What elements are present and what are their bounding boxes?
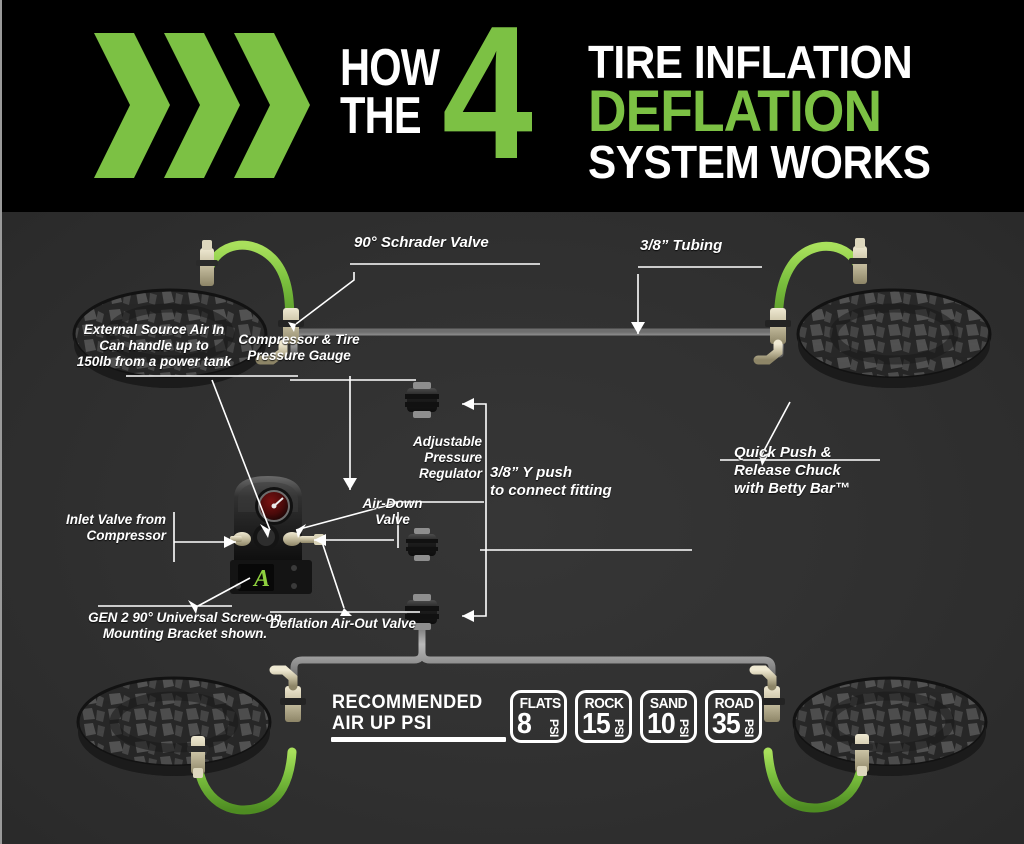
label-quick-chuck: Quick Push & Release Chuck with Betty Ba… [734,444,850,497]
tire-top-left [72,288,268,388]
hose-top-right [773,241,865,337]
schrader-valve-top-right [849,238,871,284]
hose-bottom-left [193,747,297,815]
chevron-right-icon [234,33,310,178]
leader-arrowheads [188,322,770,622]
chevron-right-icon [164,33,240,178]
psi-badge-group: FLATS 8 PSI ROCK 15 PSI SAND 10 PSI ROAD… [510,690,762,743]
air-down-valve-fitting [283,532,301,546]
psi-badge-unit: PSI [742,719,756,737]
psi-badge-road: ROAD 35 PSI [705,690,762,743]
hose-top-left [203,240,295,337]
header-banner: HOW THE 4 TIRE INFLATION DEFLATION SYSTE… [2,0,1024,212]
psi-badge-value: 10 [647,708,676,740]
tire-bottom-left [76,676,272,776]
label-pressure-regulator: Adjustable Pressure Regulator [412,434,482,481]
psi-badge-value: 35 [712,708,741,740]
psi-badge-value: 15 [582,708,611,740]
y-fitting-upper [405,382,439,418]
leader-lines [98,263,880,617]
schrader-valve-bottom-left [187,736,209,778]
label-y-fitting: 3/8” Y push to connect fitting [490,464,612,499]
label-mounting-bracket: GEN 2 90° Universal Screw-on Mounting Br… [88,610,282,641]
diagram-canvas: A [72,238,992,815]
psi-badge-environment: FLATS [519,695,562,712]
recommended-underline [331,737,506,742]
hose-bottom-right [763,747,867,813]
label-inlet-valve: Inlet Valve from Compressor [65,512,166,543]
recommended-line1: RECOMMENDED [332,692,483,713]
recommended-psi-heading: RECOMMENDED AIR UP PSI [332,692,483,734]
quick-release-chuck-bottom-left [269,665,306,722]
label-tubing: 3/8” Tubing [640,237,723,254]
psi-badge-rock: ROCK 15 PSI [575,690,632,743]
y-fitting-lower [405,594,439,630]
header-title-line2: DEFLATION [588,79,882,144]
label-schrader-valve: 90° Schrader Valve [354,234,489,251]
system-diagram: A [2,212,1024,844]
psi-badge-unit: PSI [677,719,691,737]
label-deflation-valve: Deflation Air-Out Valve [270,616,417,631]
label-compressor-gauge: Compressor & Tire Pressure Gauge [238,332,360,363]
header-title-line3: SYSTEM WORKS [588,136,931,188]
header-title-stack: TIRE INFLATION DEFLATION SYSTEM WORKS [588,36,988,188]
tubing-bottom-right [418,620,776,686]
compressor-gauge-unit: A [230,476,324,594]
tire-top-right [796,288,992,388]
header-how: HOW [340,39,440,97]
recommended-line2: AIR UP PSI [332,713,432,734]
tubing-bottom-left [290,620,426,686]
psi-badge-environment: ROAD [714,695,754,712]
header-number-four: 4 [442,0,533,199]
psi-badge-environment: SAND [649,695,688,712]
psi-badge-unit: PSI [612,719,626,737]
schrader-valve-top-left [196,240,218,286]
t-fitting-middle [406,528,438,561]
psi-badge-flats: FLATS 8 PSI [510,690,567,743]
label-air-down-valve: Air-Down Valve [362,496,423,527]
quick-release-chuck-bottom-right [749,665,785,722]
header-the: THE [340,87,422,145]
header-how-the: HOW THE [340,39,440,145]
chevron-group [94,33,364,178]
label-external-source: External Source Air In Can handle up to … [76,322,232,369]
quick-release-chuck-top-right [753,308,791,365]
schrader-valve-bottom-right [851,734,873,776]
tire-bottom-right [792,676,988,776]
psi-badge-value: 8 [517,708,532,740]
header-title-line1: TIRE INFLATION [588,36,913,88]
psi-badge-environment: ROCK [584,695,624,712]
chevron-right-icon [94,33,170,178]
psi-badge-sand: SAND 10 PSI [640,690,697,743]
psi-badge-unit: PSI [547,719,561,737]
brand-logo-icon: A [252,566,270,592]
